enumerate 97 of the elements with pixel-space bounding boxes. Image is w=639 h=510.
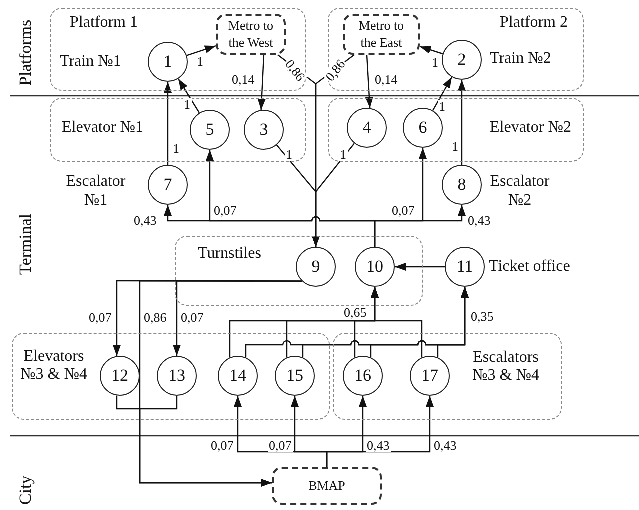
flow-arrow [395, 263, 445, 271]
edge-label: 0,07 [88, 311, 113, 324]
terminal-label: Metro to the East [358, 18, 406, 51]
edge-label: 1 [172, 142, 180, 155]
zone-title: Turnstiles [198, 245, 262, 264]
circle-number: 17 [422, 366, 438, 386]
edge-label: 0,14 [231, 73, 256, 86]
section-label: City [16, 476, 36, 505]
circle-number: 6 [418, 118, 428, 138]
edge-label: 0,07 [213, 204, 238, 217]
circle-number: 15 [286, 366, 304, 386]
station-circle [445, 247, 485, 287]
flow-arrow [432, 77, 453, 111]
station-circle [410, 356, 450, 396]
edge-label: 0,35 [470, 310, 495, 323]
flow-arrow [312, 143, 355, 247]
flow-arrow [164, 82, 172, 165]
circle-number: 14 [230, 366, 246, 386]
zone-box [12, 333, 330, 420]
edge-label: 1 [183, 98, 192, 111]
flow-arrow [186, 46, 216, 56]
circle-number: 16 [354, 366, 372, 386]
station-circle [355, 247, 395, 287]
flow-arrow [326, 396, 434, 467]
station-circle [343, 356, 383, 396]
edge-label: 1 [285, 148, 294, 161]
station-circle [100, 356, 140, 396]
edge-label: 0,07 [391, 204, 416, 217]
terminal-label: BMAP [308, 478, 346, 494]
circle-number: 5 [206, 120, 214, 140]
flow-arrow [365, 54, 374, 108]
circle-number: 9 [312, 257, 320, 277]
zone-title: Platform 2 [500, 14, 568, 32]
edge-label: 0,65 [343, 306, 368, 319]
flow-arrow [371, 287, 423, 358]
station-circle [190, 110, 230, 150]
edge-label: 1 [196, 55, 204, 68]
node-caption: Escalator №2 [489, 172, 551, 210]
flow-arrow [420, 46, 444, 55]
edge-label: 0,86 [322, 56, 348, 84]
flow-arrow [374, 205, 466, 247]
edge-label: 0,43 [133, 214, 158, 227]
terminal-box [343, 14, 420, 55]
edge-label: 0,86 [143, 311, 168, 324]
edge-label: 1 [339, 148, 348, 161]
circle-number: 3 [260, 120, 268, 140]
station-circle [296, 247, 336, 287]
circle-number: 2 [458, 50, 466, 70]
circle-number: 11 [456, 257, 474, 277]
station-circle [148, 165, 188, 205]
circle-number: 12 [112, 366, 128, 386]
section-label: Terminal [16, 214, 36, 275]
edge-label: 0,43 [366, 439, 391, 452]
zone-box [333, 333, 562, 420]
station-circle [275, 356, 315, 396]
edge-label: 0,07 [268, 439, 293, 452]
circle-number: 7 [164, 175, 172, 195]
flow-arrow [178, 78, 200, 114]
edge-label: 0,43 [467, 214, 492, 227]
zone-title: Platform 1 [70, 14, 138, 32]
section-label: Platforms [16, 20, 36, 86]
station-circle [157, 356, 197, 396]
edge-label: 0,07 [210, 439, 235, 452]
circle-number: 8 [458, 175, 466, 195]
edge-label: 1 [451, 140, 460, 153]
station-circle [218, 356, 258, 396]
flow-arrow [437, 287, 469, 358]
circle-number: 4 [362, 118, 372, 138]
node-caption: Escalator №1 [65, 172, 127, 210]
circle-number: 1 [164, 52, 172, 72]
zone-title: Elevators №3 & №4 [20, 348, 88, 385]
zone-box [175, 236, 423, 306]
zone-subtitle: Train №2 [490, 50, 552, 68]
circle-number: 10 [366, 257, 384, 277]
edge-label: 1 [431, 56, 440, 69]
flow-arrow [173, 280, 302, 356]
terminal-label: Metro to the West [227, 18, 275, 51]
station-circle [442, 40, 482, 80]
station-circle [148, 42, 188, 82]
edge-label: 0,07 [180, 311, 205, 324]
circle-number: 13 [168, 366, 186, 386]
edge-label: 0,14 [374, 73, 399, 86]
edge-label: 0,43 [433, 439, 458, 452]
flow-arrow [258, 54, 266, 110]
zone-subtitle: Train №1 [60, 53, 122, 72]
terminal-box [216, 14, 286, 55]
edge-label: 1 [438, 100, 446, 113]
station-circle [347, 108, 387, 148]
terminal-box [272, 467, 382, 505]
node-caption: Ticket office [489, 257, 570, 276]
station-circle [442, 165, 482, 205]
station-circle [244, 110, 284, 150]
zone-title: Escalators №3 & №4 [472, 349, 540, 386]
zone-title: Elevator №1 [62, 119, 144, 138]
flow-arrow [458, 80, 466, 165]
flow-arrow [139, 396, 272, 487]
zone-title: Elevator №2 [490, 119, 572, 138]
